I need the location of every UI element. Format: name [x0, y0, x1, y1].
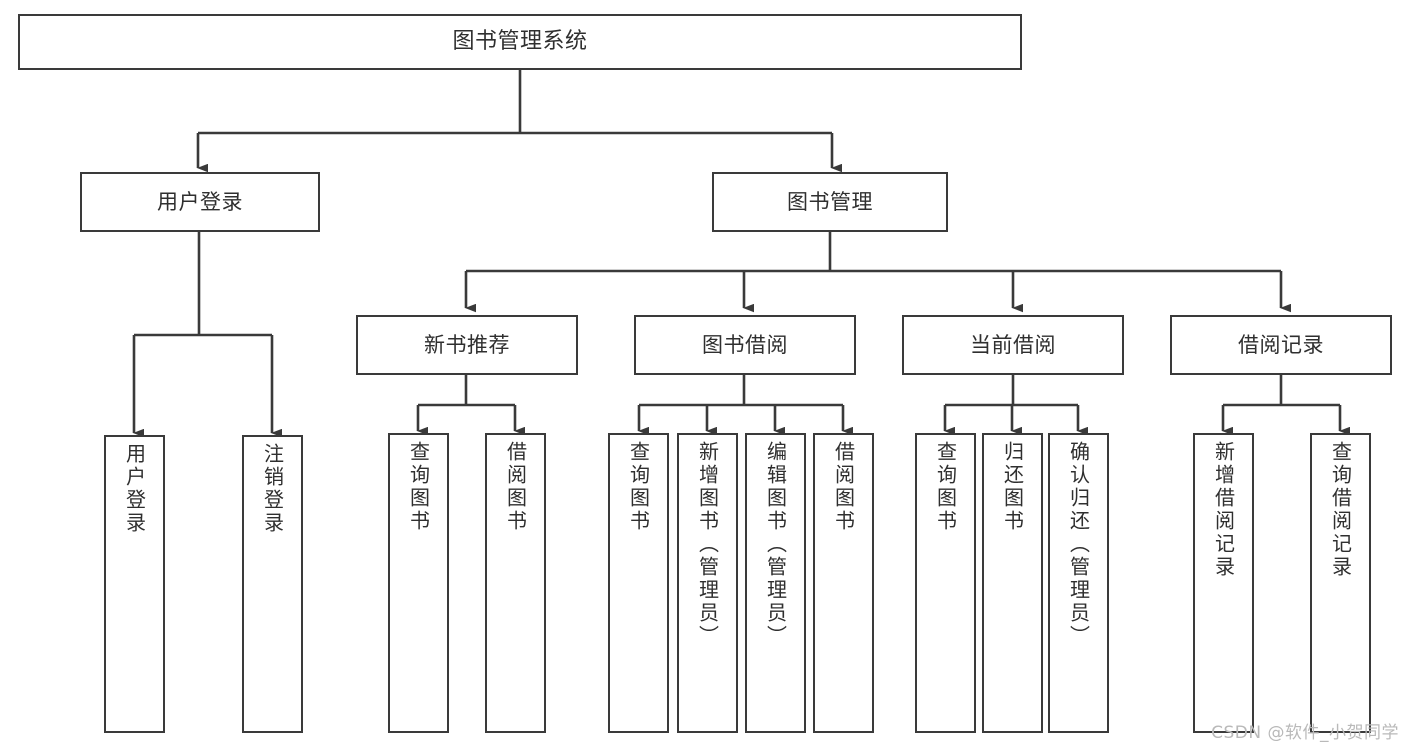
node-label: 用户登录: [157, 189, 243, 214]
node-label: 借阅图书: [503, 441, 528, 533]
leaf-new-book-borrow[interactable]: 借阅图书: [485, 433, 546, 733]
node-label: 确认归还（管理员）: [1066, 441, 1091, 648]
node-label: 查询图书: [626, 441, 651, 533]
node-label: 编辑图书（管理员）: [763, 441, 788, 648]
node-label: 新增图书（管理员）: [695, 441, 720, 648]
leaf-borrow-record-add[interactable]: 新增借阅记录: [1193, 433, 1254, 733]
node-label: 当前借阅: [970, 332, 1056, 357]
node-borrow-record[interactable]: 借阅记录: [1170, 315, 1392, 375]
leaf-current-borrow-return[interactable]: 归还图书: [982, 433, 1043, 733]
leaf-user-login-login[interactable]: 用户登录: [104, 435, 165, 733]
leaf-book-borrow-borrow[interactable]: 借阅图书: [813, 433, 874, 733]
node-book-management[interactable]: 图书管理: [712, 172, 948, 232]
leaf-user-login-logout[interactable]: 注销登录: [242, 435, 303, 733]
node-label: 图书借阅: [702, 332, 788, 357]
node-user-login[interactable]: 用户登录: [80, 172, 320, 232]
node-label: 图书管理系统: [452, 29, 588, 55]
leaf-new-book-query[interactable]: 查询图书: [388, 433, 449, 733]
node-label: 归还图书: [1000, 441, 1025, 533]
leaf-borrow-record-query[interactable]: 查询借阅记录: [1310, 433, 1371, 733]
node-label: 新增借阅记录: [1211, 441, 1236, 579]
node-new-book-recommend[interactable]: 新书推荐: [356, 315, 578, 375]
leaf-current-borrow-query[interactable]: 查询图书: [915, 433, 976, 733]
leaf-book-borrow-query[interactable]: 查询图书: [608, 433, 669, 733]
node-label: 查询图书: [933, 441, 958, 533]
node-label: 注销登录: [260, 443, 285, 535]
node-label: 用户登录: [122, 443, 147, 535]
node-book-borrow[interactable]: 图书借阅: [634, 315, 856, 375]
node-label: 借阅记录: [1238, 332, 1324, 357]
leaf-current-borrow-confirm[interactable]: 确认归还（管理员）: [1048, 433, 1109, 733]
node-label: 借阅图书: [831, 441, 856, 533]
node-label: 图书管理: [787, 189, 873, 214]
node-label: 新书推荐: [424, 332, 510, 357]
csdn-watermark: CSDN @软件_小贺同学: [1211, 723, 1399, 743]
node-label: 查询图书: [406, 441, 431, 533]
leaf-book-borrow-add[interactable]: 新增图书（管理员）: [677, 433, 738, 733]
node-root-system[interactable]: 图书管理系统: [18, 14, 1022, 70]
node-label: 查询借阅记录: [1328, 441, 1353, 579]
node-current-borrow[interactable]: 当前借阅: [902, 315, 1124, 375]
leaf-book-borrow-edit[interactable]: 编辑图书（管理员）: [745, 433, 806, 733]
